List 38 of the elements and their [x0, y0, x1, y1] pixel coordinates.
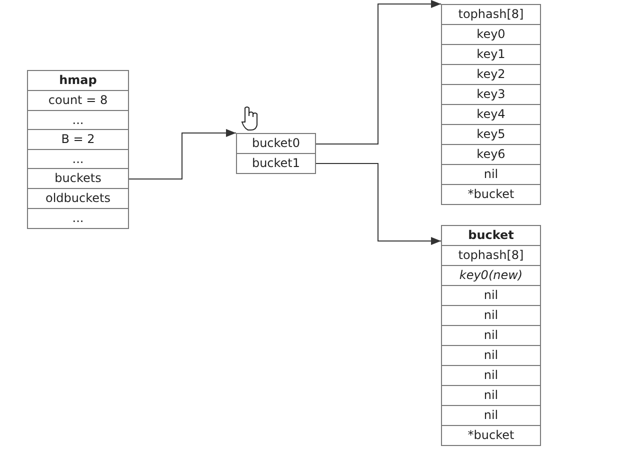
field-row: key3: [442, 85, 540, 105]
field-row: key5: [442, 125, 540, 145]
field-row: ...: [28, 209, 128, 228]
table-heading: bucket: [442, 226, 540, 246]
field-row: nil: [442, 326, 540, 346]
struct-table: [441, 225, 541, 446]
field-row: nil: [442, 286, 540, 306]
field-row: nil: [442, 165, 540, 185]
field-row: *bucket: [442, 185, 540, 204]
field-row: bucket0: [237, 134, 315, 154]
field-row: ...: [28, 111, 128, 130]
field-row: buckets: [28, 169, 128, 189]
field-row: oldbuckets: [28, 189, 128, 209]
arrow: [314, 163, 442, 245]
arrow: [128, 129, 236, 180]
field-row: key0(new): [442, 266, 540, 286]
field-row: key2: [442, 65, 540, 85]
field-row: B = 2: [28, 130, 128, 150]
field-row: key4: [442, 105, 540, 125]
field-row: key1: [442, 45, 540, 65]
field-row: tophash[8]: [442, 5, 540, 25]
field-row: tophash[8]: [442, 246, 540, 266]
field-row: *bucket: [442, 426, 540, 445]
table-heading: hmap: [28, 71, 128, 91]
field-row: key6: [442, 145, 540, 165]
struct-table: [441, 4, 541, 205]
field-row: bucket1: [237, 154, 315, 173]
field-row: nil: [442, 406, 540, 426]
struct-table: [27, 70, 129, 229]
field-row: ...: [28, 150, 128, 169]
arrow: [314, 0, 442, 144]
field-row: nil: [442, 346, 540, 366]
field-row: nil: [442, 306, 540, 326]
struct-table: [236, 133, 316, 174]
field-row: nil: [442, 386, 540, 406]
field-row: key0: [442, 25, 540, 45]
field-row: nil: [442, 366, 540, 386]
field-row: count = 8: [28, 91, 128, 111]
